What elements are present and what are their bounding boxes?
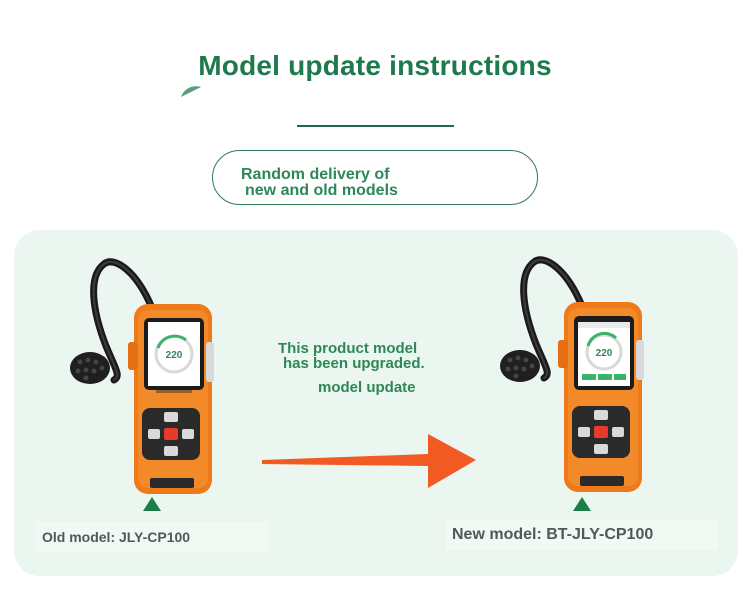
new-model-pointer-icon xyxy=(573,497,591,511)
page-title: Model update instructions xyxy=(198,50,552,81)
old-model-label: Old model: JLY-CP100 xyxy=(42,529,191,545)
title-divider xyxy=(297,125,454,127)
old-model-device-image: 220 xyxy=(70,258,214,494)
delivery-note-line1: Random delivery of xyxy=(241,166,390,183)
new-model-label: New model: BT-JLY-CP100 xyxy=(452,526,654,543)
old-device-screen-reading: 220 xyxy=(166,350,183,361)
delivery-note-line2: new and old models xyxy=(245,182,398,199)
new-device-screen-reading: 220 xyxy=(596,348,613,359)
old-model-label-box: Old model: JLY-CP100 xyxy=(36,522,268,552)
probe-head-icon xyxy=(70,352,110,384)
old-model-pointer-icon xyxy=(143,497,161,511)
leaf-icon xyxy=(181,86,201,97)
upgrade-arrow-icon xyxy=(262,434,476,488)
upgrade-note-line1: This product model xyxy=(278,340,418,357)
delivery-note-pill: Random delivery of new and old models xyxy=(212,150,538,205)
new-model-device-image: 220 xyxy=(500,256,644,492)
model-update-label: model update xyxy=(318,379,416,396)
new-model-label-box: New model: BT-JLY-CP100 xyxy=(446,520,718,550)
upgrade-note-line2: has been upgraded. xyxy=(283,355,425,372)
probe-head-icon xyxy=(500,350,540,382)
